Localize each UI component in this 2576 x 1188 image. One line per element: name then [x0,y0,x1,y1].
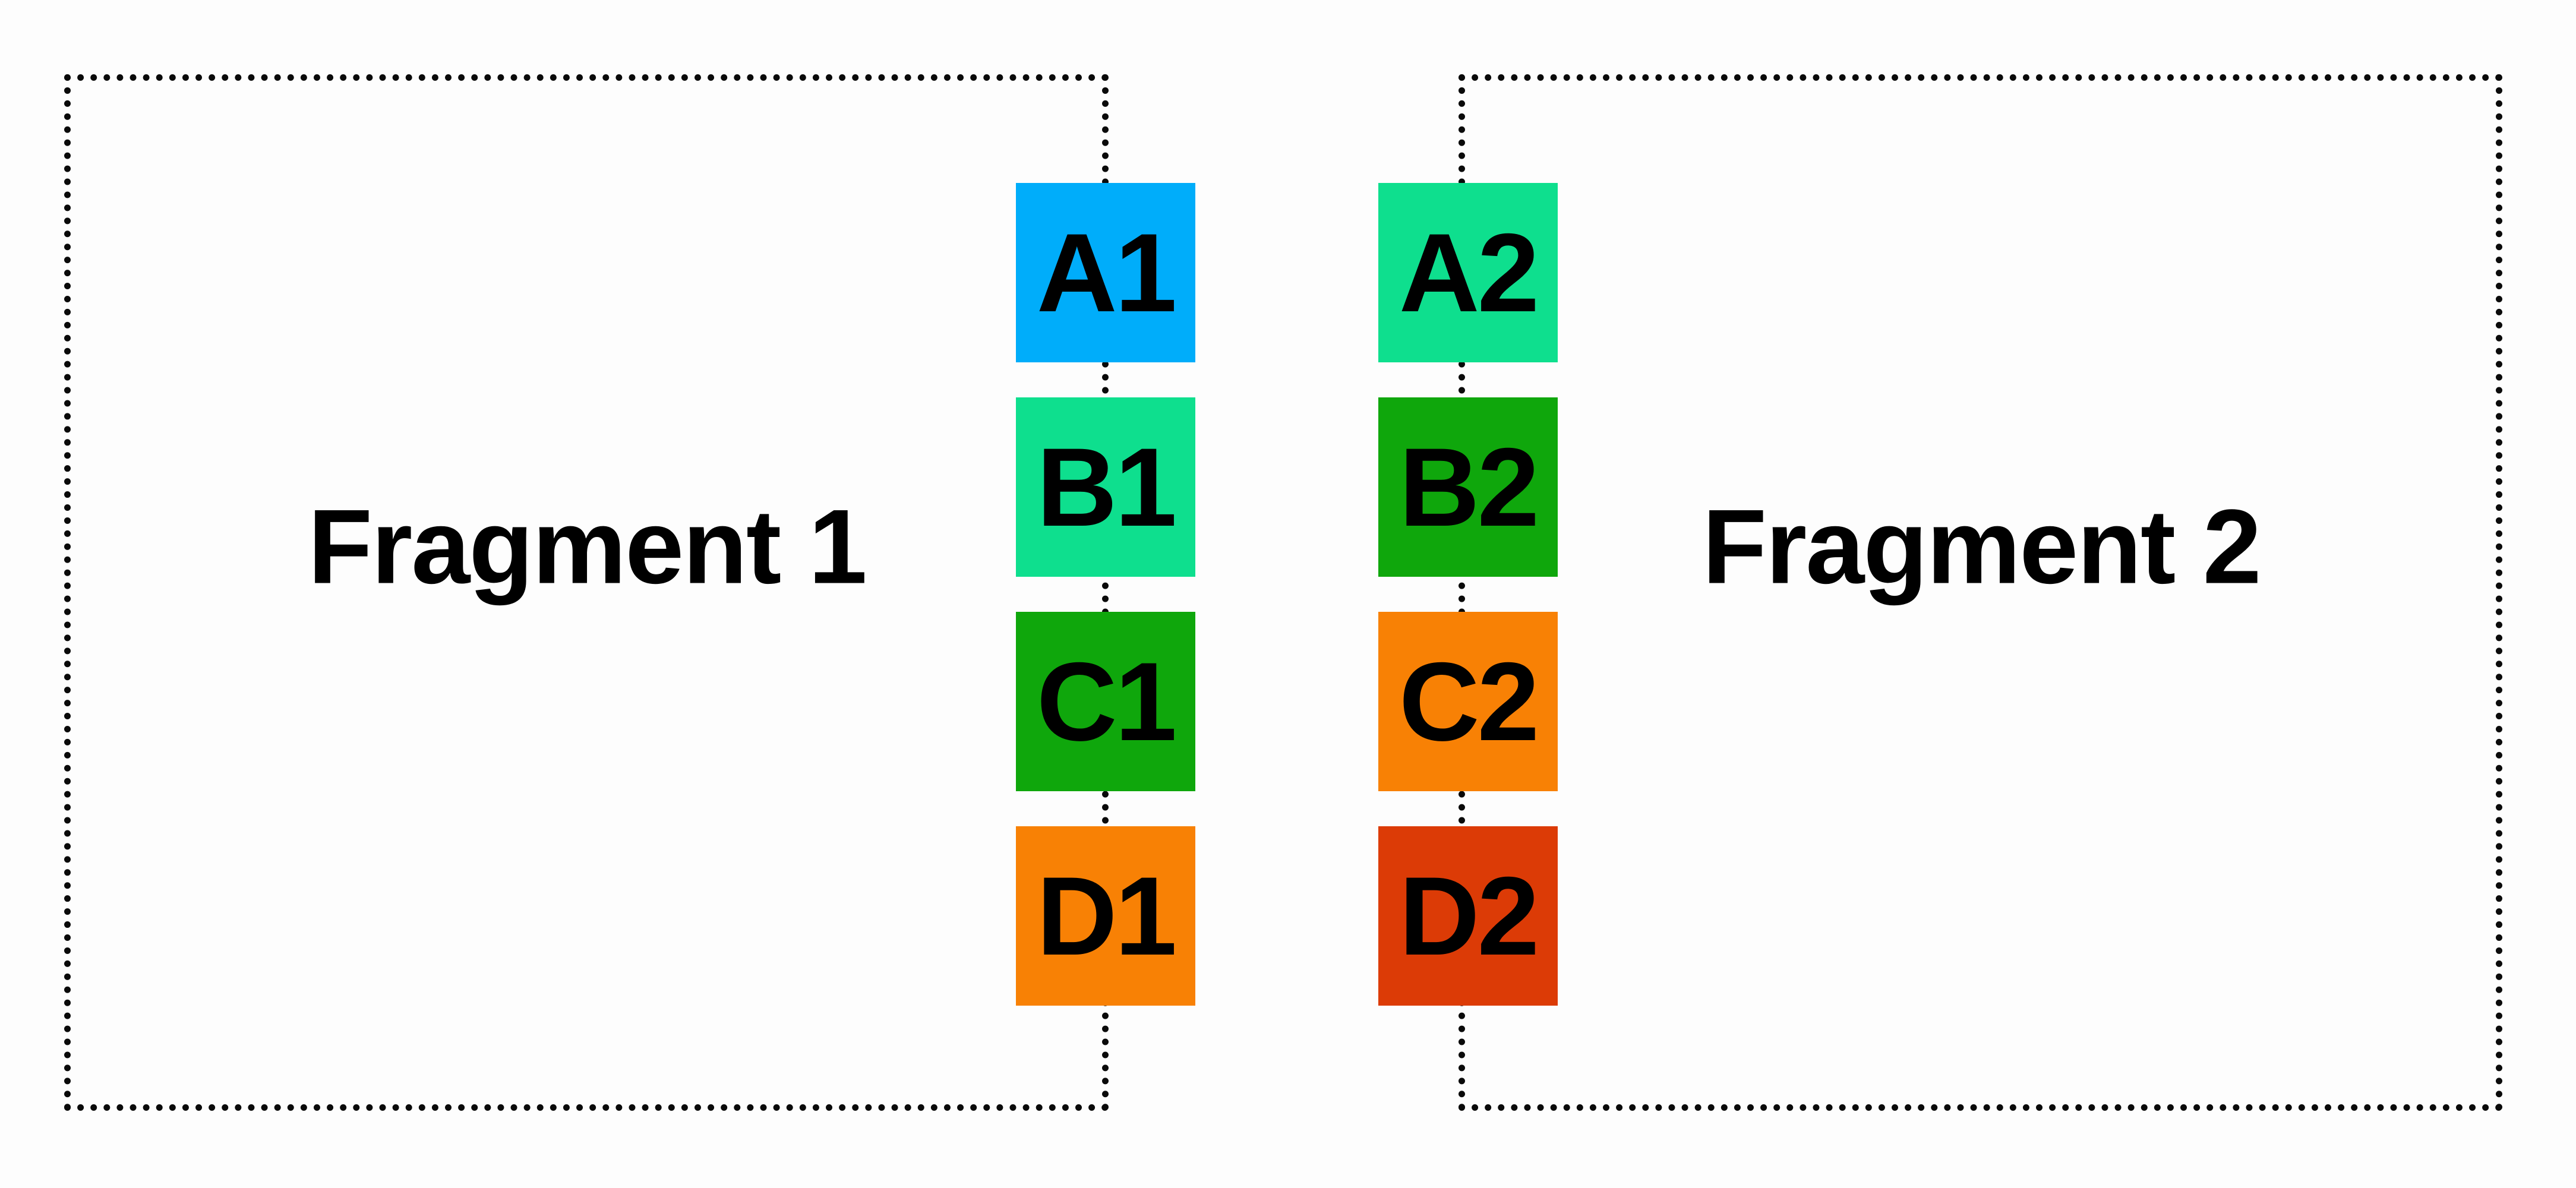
chip-c1: C1 [1016,612,1195,791]
fragment-1-container [64,74,1109,1111]
chip-d2: D2 [1378,826,1558,1006]
fragment-2-container [1459,74,2502,1111]
fragment-2-label: Fragment 2 [1702,487,2261,606]
chip-d1: D1 [1016,826,1195,1006]
chip-a1: A1 [1016,183,1195,362]
chip-b1: B1 [1016,397,1195,577]
chip-b2: B2 [1378,397,1558,577]
chip-a2: A2 [1378,183,1558,362]
chip-c2: C2 [1378,612,1558,791]
fragment-1-label: Fragment 1 [308,487,867,606]
